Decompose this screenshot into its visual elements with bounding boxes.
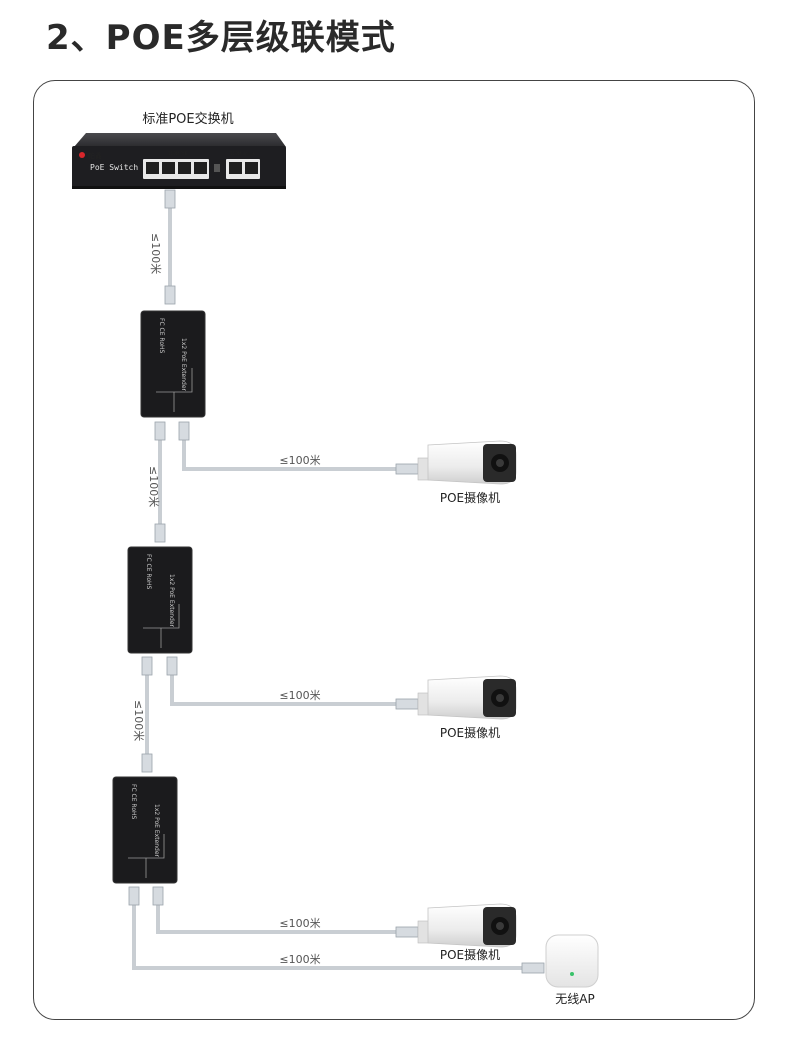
extender-2-certs: FC CE RoHS: [145, 554, 152, 590]
switch-poe-ports: [143, 159, 209, 179]
poe-switch: 帕鑫 PoE Switch 100M PoE 100M Uplink: [72, 133, 286, 189]
cable-switch-to-extender-1: [164, 189, 176, 305]
wireless-ap: [545, 934, 599, 988]
brand-logo-icon: [79, 152, 85, 158]
distance-label-5: ≤100米: [279, 689, 320, 702]
extender-3-model: 1x2 PoE Extender: [153, 804, 160, 858]
camera-1-label: POE摄像机: [440, 490, 500, 505]
poe-extender-2: FC CE RoHS 1x2 PoE Extender: [127, 546, 193, 654]
switch-model: PoE Switch: [90, 163, 138, 172]
camera-2-label: POE摄像机: [440, 725, 500, 740]
camera-3-label: POE摄像机: [440, 947, 500, 962]
page-title: 2、POE多层级联模式: [46, 18, 396, 58]
cable-extender-2-to-extender-3: [141, 656, 153, 773]
switch-uplink-ports: [226, 159, 260, 179]
switch-indicator: [214, 164, 220, 172]
extender-3-certs: FC CE RoHS: [130, 784, 137, 820]
distance-label-4: ≤100米: [132, 700, 145, 741]
poe-camera-2: [417, 675, 517, 720]
poe-camera-3: [417, 903, 517, 948]
switch-brand: 帕鑫: [88, 151, 102, 160]
poe-extender-1: FC CE RoHS 1x2 PoE Extender: [140, 310, 206, 418]
distance-label-1: ≤100米: [149, 233, 162, 274]
distance-label-6: ≤100米: [279, 917, 320, 930]
extender-1-certs: FC CE RoHS: [158, 318, 165, 354]
distance-label-7: ≤100米: [279, 953, 320, 966]
distance-label-2: ≤100米: [147, 466, 160, 507]
poe-camera-1: [417, 440, 517, 485]
switch-label: 标准POE交换机: [142, 111, 233, 127]
cable-extender-3-to-ap: [128, 886, 545, 974]
extender-1-model: 1x2 PoE Extender: [180, 338, 187, 392]
diagram-frame: [33, 80, 755, 1020]
cable-extender-3-to-camera-3: [152, 886, 419, 938]
extender-2-model: 1x2 PoE Extender: [168, 574, 175, 628]
distance-label-3: ≤100米: [279, 454, 320, 467]
ap-label: 无线AP: [555, 992, 594, 1006]
poe-extender-3: FC CE RoHS 1x2 PoE Extender: [112, 776, 178, 884]
ap-status-led-icon: [570, 972, 574, 976]
cable-extender-1-to-extender-2: [154, 421, 166, 543]
switch-uplink-label: 100M Uplink: [230, 151, 256, 156]
switch-port-group-label: 100M PoE: [168, 151, 188, 156]
